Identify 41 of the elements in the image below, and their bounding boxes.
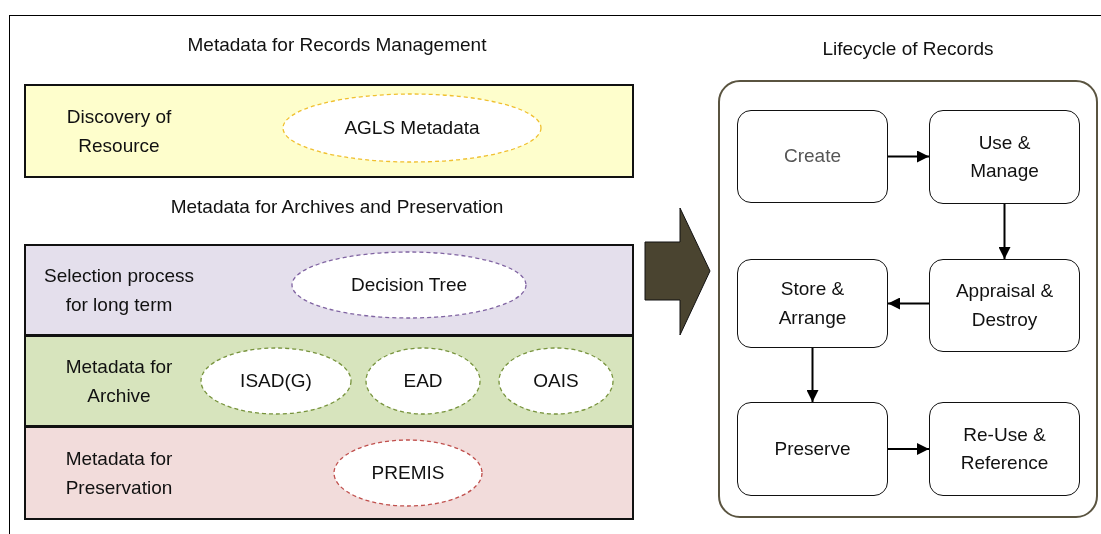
process-box <box>737 259 888 348</box>
metadata-band <box>24 84 634 178</box>
process-box <box>929 402 1080 496</box>
arrow <box>806 347 819 403</box>
band-label: Selection process for long term <box>43 263 195 317</box>
box-label: Preserve <box>774 436 851 461</box>
metadata-band <box>24 426 634 520</box>
process-box <box>929 259 1080 352</box>
process-box <box>929 110 1080 204</box>
box-label: Create <box>784 144 841 169</box>
process-box <box>737 110 888 203</box>
section-heading: Metadata for Archives and Preservation <box>169 196 505 218</box>
arrow <box>998 203 1011 260</box>
metadata-band <box>24 335 634 427</box>
block-arrow <box>644 207 711 336</box>
standard-ellipse <box>291 251 527 319</box>
ellipse-label: ISAD(G) <box>240 370 312 392</box>
band-label: Discovery of Resource <box>65 104 173 158</box>
metadata-band <box>24 244 634 336</box>
standard-ellipse <box>200 347 352 415</box>
box-label: Use & Manage <box>969 130 1040 183</box>
box-label: Re-Use & Reference <box>959 422 1050 475</box>
arrow <box>887 297 930 310</box>
process-box <box>737 402 888 496</box>
band-label: Metadata for Preservation <box>64 446 174 500</box>
ellipse-label: PREMIS <box>371 462 445 484</box>
standard-ellipse <box>365 347 481 415</box>
ellipse-label: AGLS Metadata <box>344 117 480 139</box>
ellipse-label: EAD <box>403 370 443 392</box>
panel-title: Lifecycle of Records <box>821 38 995 60</box>
arrow <box>887 443 930 455</box>
box-label: Store & Arrange <box>777 277 848 330</box>
ellipse-label: OAIS <box>533 370 579 392</box>
box-label: Appraisal & Destroy <box>954 279 1055 332</box>
section-heading: Metadata for Records Management <box>186 34 488 56</box>
ellipse-label: Decision Tree <box>350 274 468 296</box>
standard-ellipse <box>498 347 614 415</box>
standard-ellipse <box>282 93 542 163</box>
arrow <box>887 150 930 163</box>
standard-ellipse <box>333 439 483 507</box>
band-label: Metadata for Archive <box>64 354 174 408</box>
